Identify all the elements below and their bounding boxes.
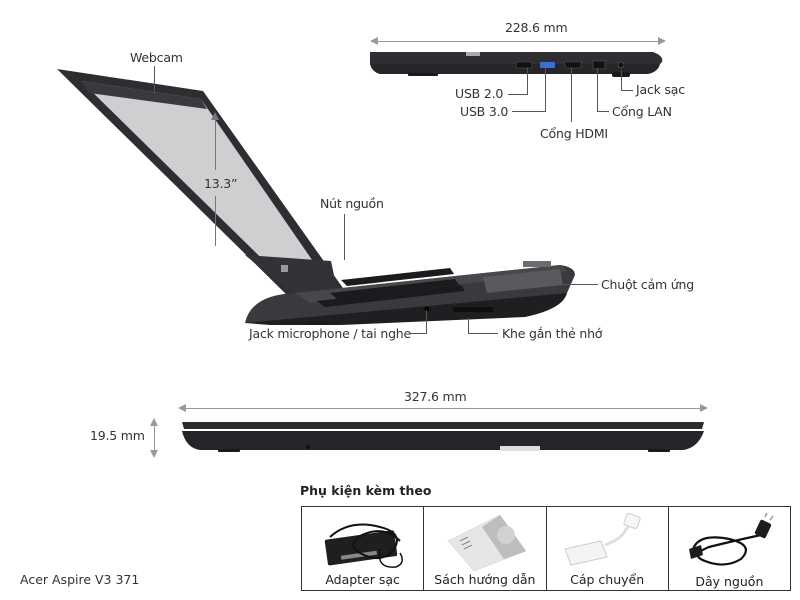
screen-size-label: 13.3” xyxy=(204,176,238,191)
arrow-left-icon xyxy=(370,37,378,45)
laptop-perspective-image xyxy=(57,69,575,325)
port-label-usb2: USB 2.0 xyxy=(455,86,504,101)
accessory-label: Sách hướng dẫn xyxy=(434,572,536,587)
front-height-dimension-line xyxy=(154,422,155,452)
arrow-up-icon xyxy=(211,112,219,120)
power-adapter-icon xyxy=(324,523,403,568)
accessory-label: Adapter sạc xyxy=(325,572,400,587)
model-name: Acer Aspire V3 371 xyxy=(20,572,140,587)
arrow-right-icon xyxy=(700,404,708,412)
screen-diagonal-line xyxy=(215,118,216,170)
power-button-label: Nút nguồn xyxy=(320,196,384,211)
arrow-left-icon xyxy=(178,404,186,412)
front-width-dimension-line xyxy=(182,408,704,409)
webcam-label: Webcam xyxy=(130,50,183,65)
accessory-item-cable: Cáp chuyển xyxy=(547,507,669,590)
accessory-label: Cáp chuyển xyxy=(570,572,645,587)
accessory-item-manual: Sách hướng dẫn xyxy=(424,507,547,590)
card-slot-label: Khe gắn thẻ nhớ xyxy=(502,326,603,341)
touchpad-label: Chuột cảm ứng xyxy=(601,277,694,292)
front-height-label: 19.5 mm xyxy=(90,428,145,443)
port-label-hdmi: Cổng HDMI xyxy=(540,126,608,141)
manual-booklet-icon xyxy=(447,514,527,571)
accessory-item-power-cord: Dây nguồn xyxy=(669,507,790,590)
laptop-front-profile xyxy=(182,422,704,452)
hdmi-adapter-cable-icon xyxy=(563,513,641,566)
port-label-charge: Jack sạc xyxy=(636,82,685,97)
accessories-title: Phụ kiện kèm theo xyxy=(300,483,432,498)
power-cord-icon xyxy=(688,512,774,566)
accessory-label: Dây nguồn xyxy=(695,574,764,589)
laptop-side-profile xyxy=(370,52,663,77)
accessories-table: Adapter sạc Sách hướng dẫn Cáp chuyển xyxy=(301,506,791,591)
arrow-up-icon xyxy=(150,418,158,426)
front-width-label: 327.6 mm xyxy=(404,389,467,404)
arrow-down-icon xyxy=(150,450,158,458)
side-width-label: 228.6 mm xyxy=(505,20,568,35)
port-label-usb3: USB 3.0 xyxy=(460,104,509,119)
audio-jack-label: Jack microphone / tai nghe xyxy=(249,326,412,341)
arrow-right-icon xyxy=(658,37,666,45)
accessory-item-adapter: Adapter sạc xyxy=(302,507,425,590)
port-label-lan: Cổng LAN xyxy=(612,104,672,119)
side-width-dimension-line xyxy=(374,41,660,42)
